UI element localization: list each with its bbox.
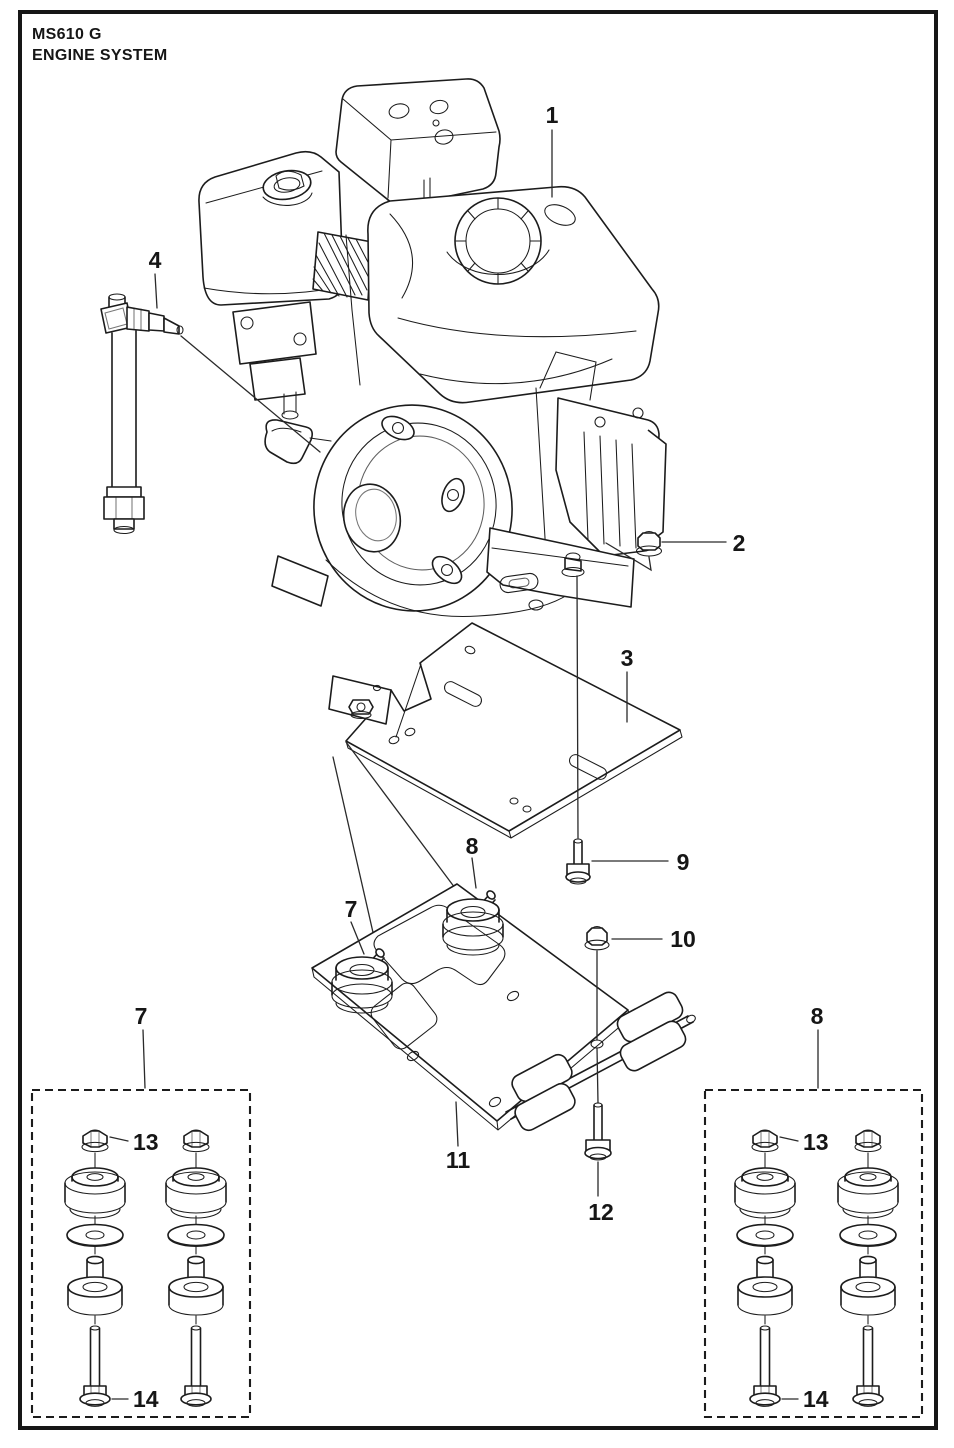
callout-leaders (109, 129, 819, 1400)
detail-box-7 (30, 1088, 252, 1419)
engine-assembly (100, 78, 667, 618)
fuel-tank (367, 185, 660, 404)
callout-13-left: 13 (133, 1129, 159, 1155)
starter-handle (264, 419, 332, 465)
engine-block (535, 351, 667, 589)
lower-plate (311, 883, 696, 1132)
vibration-mount-rear (442, 890, 504, 956)
callout-8-plate: 8 (466, 833, 479, 859)
diagram-title: MS610 G ENGINE SYSTEM (32, 26, 167, 64)
recoil-lug (381, 415, 415, 441)
callout-7-box: 7 (135, 1003, 148, 1029)
fuel-cap (446, 197, 550, 285)
mount-stud (561, 552, 585, 578)
callout-4: 4 (149, 247, 162, 273)
carburetor-area (232, 234, 361, 420)
vibration-mount-front (331, 948, 393, 1014)
callout-12: 12 (588, 1199, 614, 1225)
callout-11: 11 (446, 1147, 471, 1173)
flange-nut-2 (605, 530, 663, 572)
fuel-valve-hose (100, 293, 321, 535)
callout-9: 9 (677, 849, 690, 875)
flange-nut-10 (584, 925, 610, 1104)
callout-13-right: 13 (803, 1129, 829, 1155)
recoil-starter (313, 404, 513, 612)
callout-10: 10 (670, 926, 696, 952)
engine-mount-block (271, 527, 635, 618)
callout-1: 1 (546, 102, 559, 128)
callout-2: 2 (733, 530, 746, 556)
callout-14-right: 14 (803, 1386, 829, 1412)
plate-tab-nut (348, 699, 374, 720)
recoil-lug (431, 555, 463, 585)
louver-grid (312, 231, 373, 301)
callout-8-box: 8 (811, 1003, 824, 1029)
recoil-lug (441, 477, 465, 513)
callout-labels: 1 2 3 4 7 8 9 10 11 12 7 8 13 14 13 14 (133, 102, 829, 1412)
page-border (18, 10, 938, 1430)
callout-3: 3 (621, 645, 634, 671)
upper-plate (328, 622, 683, 839)
detail-box-8 (703, 1088, 924, 1419)
rail-clamps (505, 991, 696, 1132)
title-section: ENGINE SYSTEM (32, 47, 167, 64)
bolt-9 (565, 575, 591, 885)
bolt-12 (584, 1102, 612, 1161)
callout-7-plate: 7 (345, 896, 358, 922)
callout-14-left: 14 (133, 1386, 159, 1412)
projection-lines (332, 741, 456, 951)
title-model: MS610 G (32, 26, 102, 43)
air-box (335, 78, 501, 207)
